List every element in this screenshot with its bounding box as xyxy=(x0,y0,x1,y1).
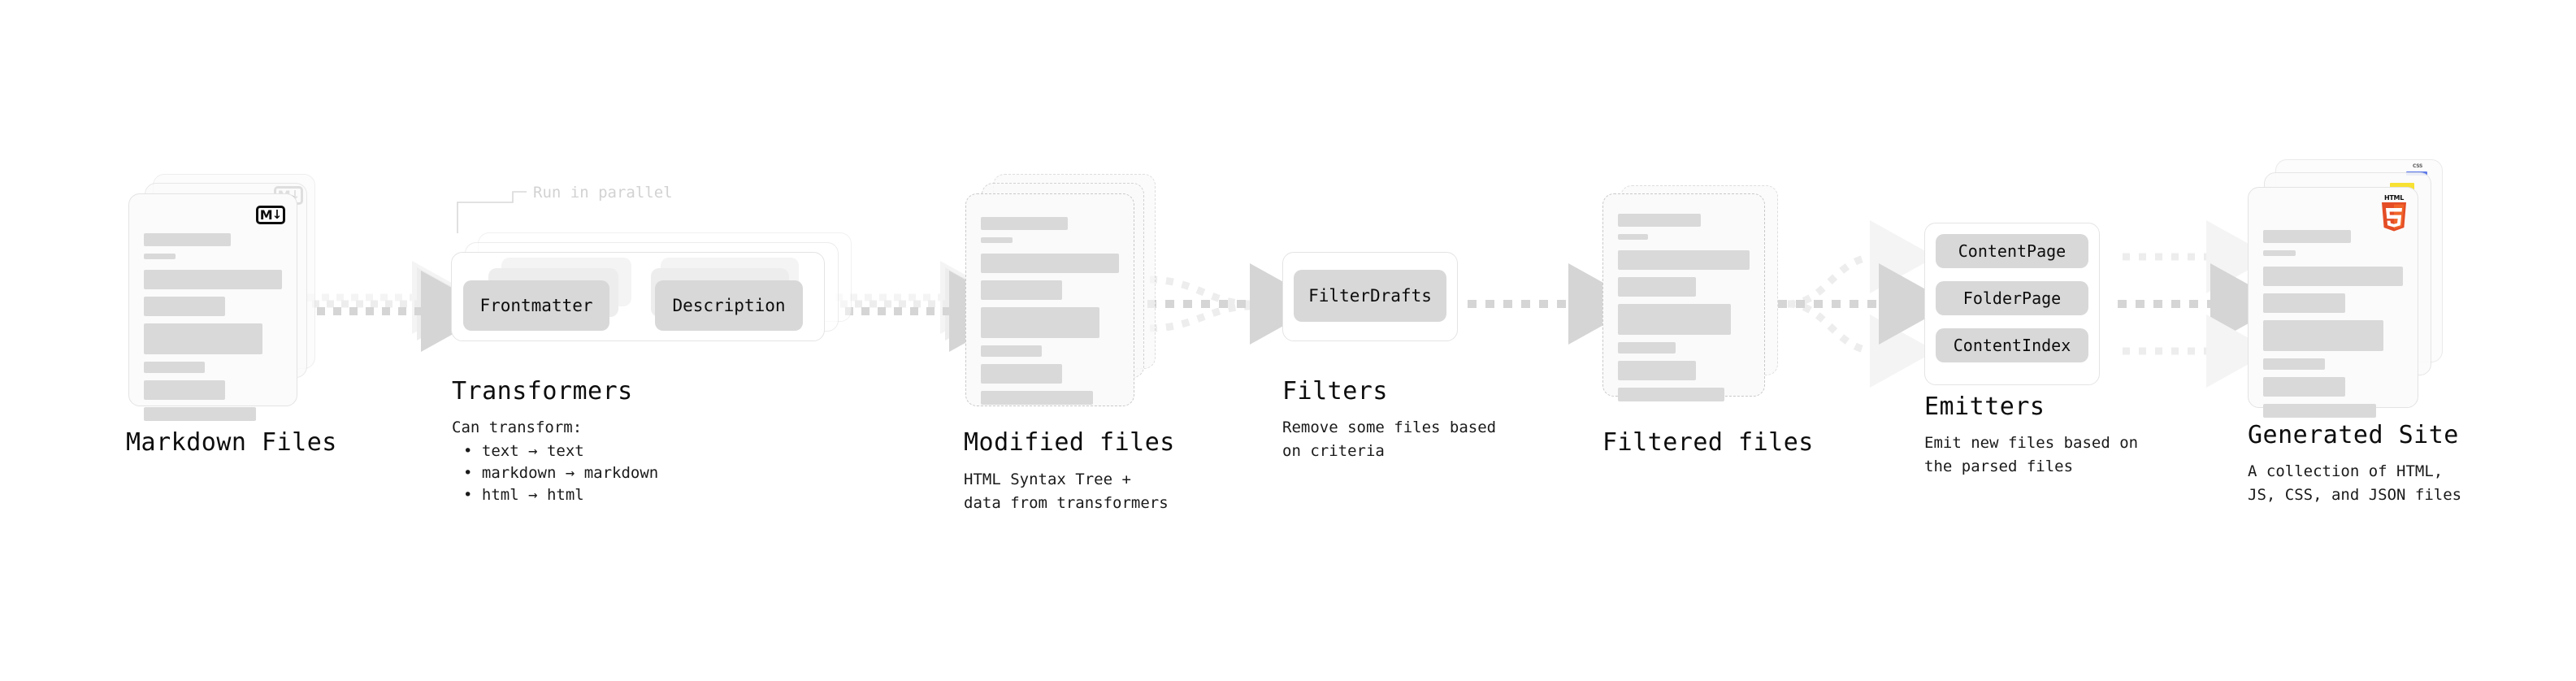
chip-folderpage[interactable]: FolderPage xyxy=(1936,281,2088,315)
skeleton-bar xyxy=(2263,267,2403,286)
transformers-bullet-1: • markdown → markdown xyxy=(463,464,659,482)
chip-contentpage[interactable]: ContentPage xyxy=(1936,234,2088,268)
skeleton-bar xyxy=(981,280,1063,300)
connector-markdown-to-transformers xyxy=(307,261,494,352)
html5-icon: HTML xyxy=(2380,194,2408,232)
transformers-bullet-2: • html → html xyxy=(463,486,584,504)
skeleton-bar xyxy=(981,254,1119,273)
filtered-card-front xyxy=(1602,193,1765,401)
skeleton-bar xyxy=(1618,214,1702,227)
skeleton-bar xyxy=(981,237,1013,243)
stage-title-markdown-files: Markdown Files xyxy=(126,428,337,457)
site-card-front: HTML xyxy=(2248,187,2418,418)
run-in-parallel-label: Run in parallel xyxy=(533,184,673,202)
connector-emitters-to-site xyxy=(2118,220,2283,388)
skeleton-bar xyxy=(144,254,176,259)
skeleton-bar xyxy=(144,362,205,373)
skeleton-content xyxy=(981,217,1119,412)
skeleton-bar xyxy=(981,345,1042,357)
skeleton-bar xyxy=(1618,234,1649,240)
run-in-parallel-leader xyxy=(457,191,527,233)
transformers-bullet-0: • text → text xyxy=(463,442,584,460)
skeleton-bar xyxy=(1618,250,1750,270)
chip-frontmatter[interactable]: Frontmatter xyxy=(463,280,609,331)
connector-filtered-to-emitters xyxy=(1778,220,1952,388)
stage-title-filtered-files: Filtered files xyxy=(1602,428,1814,457)
emitters-subtitle: Emit new files based on the parsed files xyxy=(1924,434,2139,475)
stage-title-modified-files: Modified files xyxy=(964,428,1175,457)
connector-transformers-to-modified xyxy=(835,261,1022,352)
connector-modified-to-filters xyxy=(1147,263,1323,345)
modified-card-front xyxy=(965,193,1134,406)
skeleton-bar xyxy=(144,270,282,289)
skeleton-bar xyxy=(981,364,1063,384)
chip-contentindex[interactable]: ContentIndex xyxy=(1936,328,2088,362)
skeleton-content xyxy=(2263,230,2403,425)
skeleton-bar xyxy=(144,233,232,246)
skeleton-bar xyxy=(2263,230,2352,243)
skeleton-bar xyxy=(1618,388,1725,401)
css3-label: CSS xyxy=(2413,163,2422,169)
skeleton-bar xyxy=(981,217,1069,230)
skeleton-bar xyxy=(1618,277,1696,297)
stage-title-generated-site: Generated Site xyxy=(2248,421,2459,449)
skeleton-bar xyxy=(144,380,226,400)
skeleton-bar xyxy=(2263,293,2346,313)
skeleton-bar xyxy=(1618,361,1696,380)
skeleton-bar xyxy=(981,391,1093,405)
skeleton-content xyxy=(1618,214,1750,409)
skeleton-bar xyxy=(1618,342,1676,354)
skeleton-bar xyxy=(2263,358,2325,370)
filters-subtitle: Remove some files based on criteria xyxy=(1282,419,1497,460)
markdown-card-front: M↓ xyxy=(128,193,297,421)
stage-title-transformers: Transformers xyxy=(452,377,633,406)
chip-description[interactable]: Description xyxy=(655,280,803,331)
transformers-subtitle: Can transform: xyxy=(452,419,583,436)
skeleton-bar xyxy=(981,307,1100,338)
modified-files-subtitle: HTML Syntax Tree + data from transformer… xyxy=(964,471,1169,512)
skeleton-bar xyxy=(144,407,256,421)
generated-site-subtitle: A collection of HTML, JS, CSS, and JSON … xyxy=(2248,462,2462,504)
markdown-icon: M↓ xyxy=(256,206,285,224)
skeleton-bar xyxy=(1618,304,1732,335)
skeleton-bar xyxy=(2263,320,2383,351)
skeleton-bar xyxy=(2263,250,2296,256)
skeleton-bar xyxy=(144,323,263,354)
chip-filterdrafts[interactable]: FilterDrafts xyxy=(1294,270,1446,322)
skeleton-content xyxy=(144,233,282,428)
skeleton-bar xyxy=(2263,404,2377,418)
skeleton-bar xyxy=(144,297,226,316)
skeleton-bar xyxy=(2263,377,2346,397)
stage-title-emitters: Emitters xyxy=(1924,393,2045,421)
stage-title-filters: Filters xyxy=(1282,377,1388,406)
